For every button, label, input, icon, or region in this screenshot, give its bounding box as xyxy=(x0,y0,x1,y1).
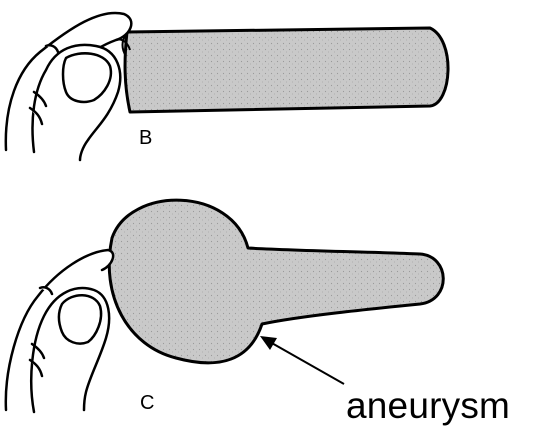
balloon-b xyxy=(125,28,448,112)
arrowhead-icon xyxy=(260,336,277,350)
hand-b-icon xyxy=(6,13,132,160)
panel-label-b: B xyxy=(139,127,152,150)
panel-label-c: C xyxy=(140,392,154,415)
panel-b-illustration xyxy=(6,13,448,160)
aneurysm-label: aneurysm xyxy=(346,385,510,427)
hand-c-icon xyxy=(6,250,113,412)
panel-c-illustration xyxy=(6,200,443,412)
annotation-arrow xyxy=(260,336,344,384)
